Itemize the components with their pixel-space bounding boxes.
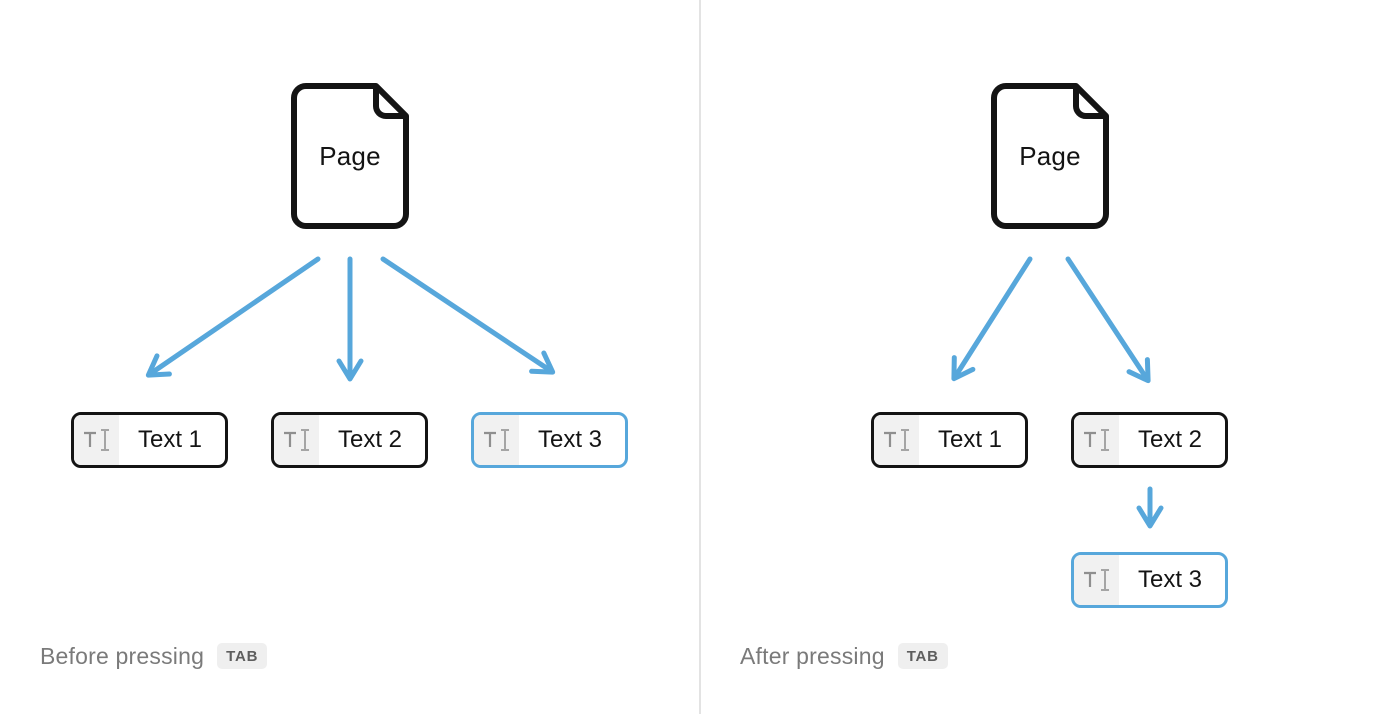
- page-icon: Page: [290, 82, 410, 230]
- text-block-2: Text 2: [271, 412, 428, 468]
- caption-text: After pressing: [740, 642, 885, 669]
- page-label: Page: [319, 140, 381, 171]
- document-icon: [991, 83, 1109, 229]
- text-block-1: Text 1: [71, 412, 228, 468]
- text-block-label: Text 2: [337, 426, 403, 453]
- page-label: Page: [1019, 140, 1081, 171]
- text-type-icon: [1074, 555, 1119, 605]
- text-type-icon: [474, 415, 519, 465]
- text-type-icon: [274, 415, 319, 465]
- document-icon: [291, 83, 409, 229]
- text-block-label: Text 3: [537, 426, 603, 453]
- panel-divider: [699, 0, 701, 714]
- tab-key-badge: TAB: [897, 643, 948, 669]
- text-block-3-nested: Text 3: [1071, 552, 1228, 608]
- text-block-label: Text 3: [1137, 566, 1203, 593]
- tab-key-badge: TAB: [217, 643, 268, 669]
- text-block-2: Text 2: [1071, 412, 1228, 468]
- page-icon: Page: [990, 82, 1110, 230]
- text-block-label: Text 2: [1137, 426, 1203, 453]
- text-block-1: Text 1: [871, 412, 1028, 468]
- text-block-3-selected: Text 3: [471, 412, 628, 468]
- caption-before: Before pressing TAB: [40, 638, 268, 674]
- caption-after: After pressing TAB: [740, 638, 948, 674]
- caption-text: Before pressing: [40, 642, 205, 669]
- text-block-label: Text 1: [937, 426, 1003, 453]
- text-type-icon: [874, 415, 919, 465]
- text-type-icon: [1074, 415, 1119, 465]
- text-block-label: Text 1: [137, 426, 203, 453]
- text-type-icon: [74, 415, 119, 465]
